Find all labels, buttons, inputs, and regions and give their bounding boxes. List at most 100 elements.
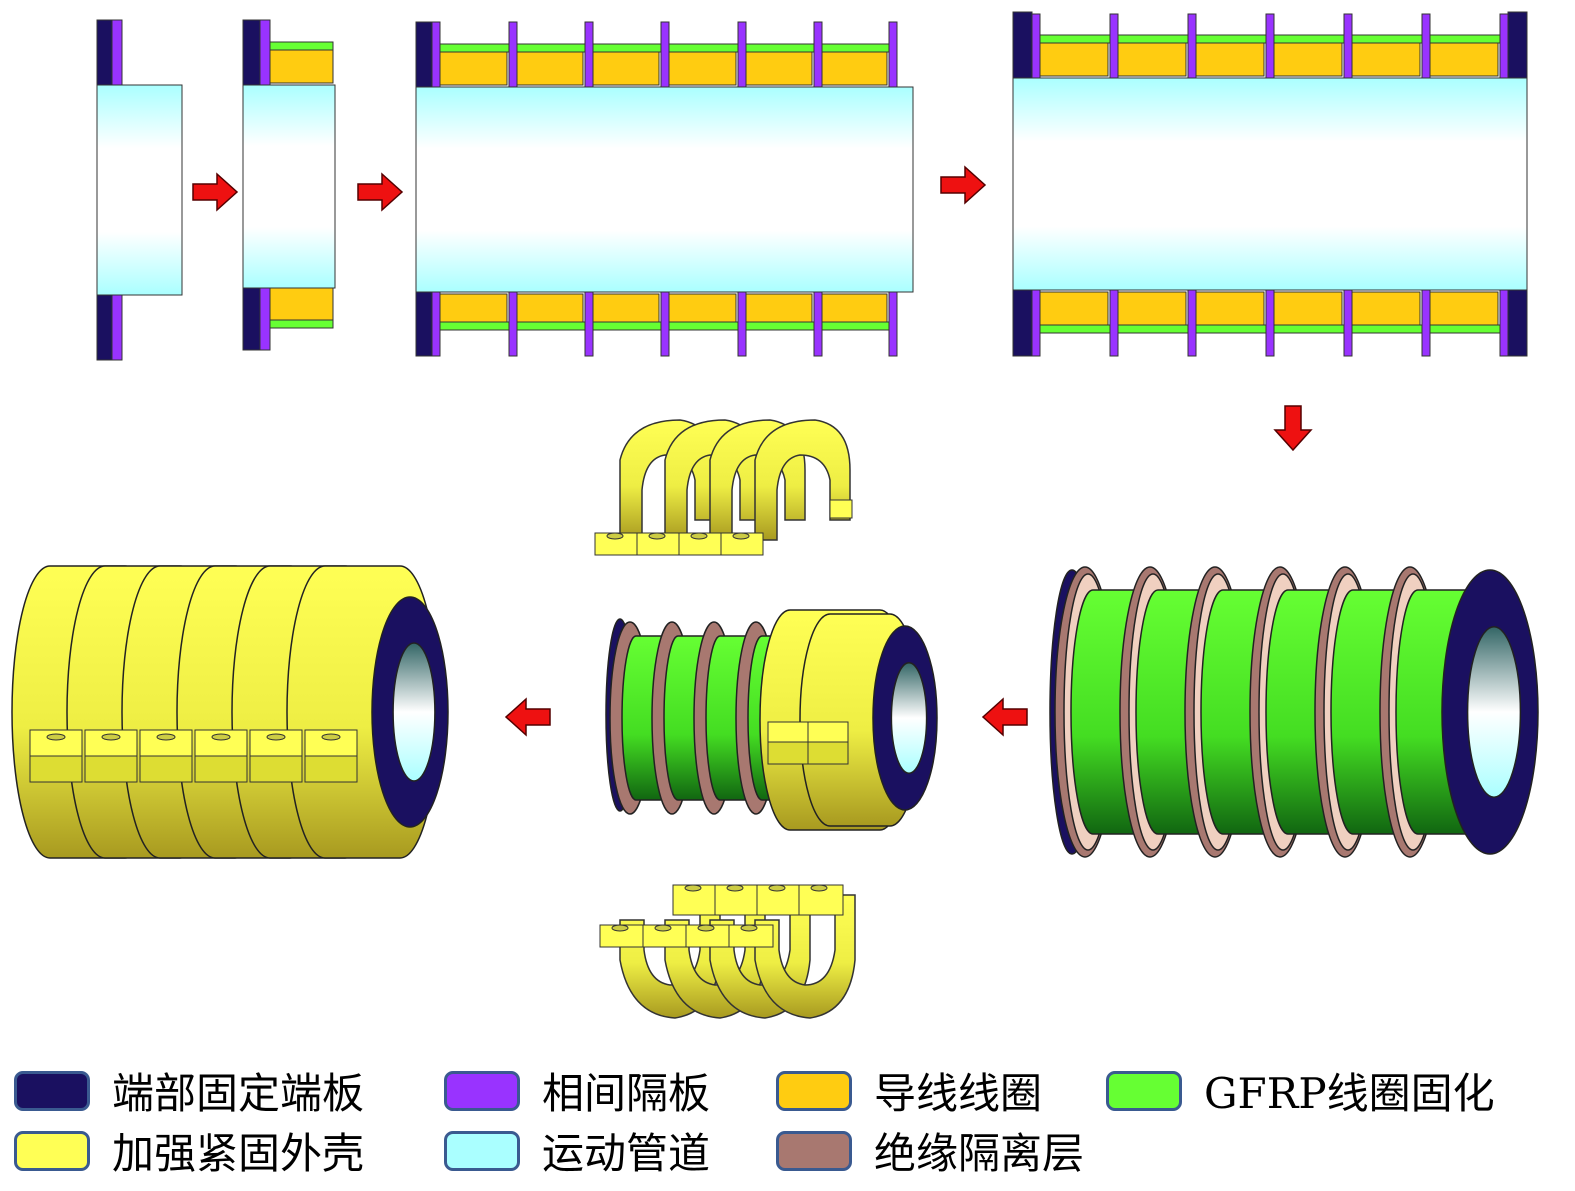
end-plate xyxy=(96,294,113,361)
separator-plate xyxy=(584,291,594,357)
separator-plate xyxy=(584,21,594,88)
bolt-hole xyxy=(768,884,786,892)
coil xyxy=(1117,291,1187,326)
moving-pipe xyxy=(1012,77,1528,291)
bolt-hole xyxy=(611,924,629,932)
coil xyxy=(1273,42,1343,77)
shell-flange xyxy=(767,721,809,743)
separator-plate xyxy=(1031,13,1041,79)
upper-half-shell xyxy=(594,419,853,556)
shell-flange xyxy=(29,755,83,783)
separator-plate xyxy=(111,294,123,361)
stage-2-first-coil xyxy=(242,19,336,351)
arrow-right-icon xyxy=(940,165,987,205)
bolt-hole xyxy=(46,733,66,741)
legend-label: 导线线圈 xyxy=(874,1069,1043,1118)
pipe-bore xyxy=(1466,626,1522,798)
separator-plate xyxy=(431,21,441,88)
coil xyxy=(592,51,660,86)
coil xyxy=(1351,291,1421,326)
coil xyxy=(668,293,737,323)
bolt-hole xyxy=(740,924,758,932)
coil xyxy=(592,293,660,323)
lower-half-shell xyxy=(599,884,856,1019)
separator-plate xyxy=(1187,13,1197,79)
coil xyxy=(668,51,737,86)
gfrp-layer xyxy=(269,41,334,51)
legend-item: 绝缘隔离层 xyxy=(776,1120,1084,1181)
separator-plate xyxy=(737,291,747,357)
separator-plate xyxy=(813,21,823,88)
legend-item: 运动管道 xyxy=(444,1120,710,1181)
pipe-bore xyxy=(392,642,436,782)
separator-plate xyxy=(1421,13,1431,79)
coil xyxy=(821,51,888,86)
separator-plate xyxy=(888,21,898,88)
bolt-hole xyxy=(732,532,750,540)
legend-swatch xyxy=(444,1070,520,1111)
coil xyxy=(439,293,508,323)
bolt-hole xyxy=(648,532,666,540)
end-plate xyxy=(1012,11,1033,79)
partial-shell-assembly xyxy=(605,609,938,831)
legend-swatch xyxy=(14,1070,90,1111)
arrow-left-icon xyxy=(504,697,551,737)
bolt-hole xyxy=(156,733,176,741)
bolt-hole xyxy=(101,733,121,741)
shell-flange xyxy=(829,499,853,519)
legend-item: 相间隔板 xyxy=(444,1060,710,1121)
separator-plate xyxy=(1343,289,1353,357)
arrow-right-icon xyxy=(192,172,239,212)
separator-plate xyxy=(888,291,898,357)
shell-flange xyxy=(84,755,138,783)
separator-plate xyxy=(1499,289,1509,357)
coil xyxy=(1429,42,1499,77)
legend-label: 加强紧固外壳 xyxy=(112,1129,365,1178)
arrow-right-icon xyxy=(357,172,404,212)
gfrp-layer xyxy=(269,319,334,329)
separator-plate xyxy=(1343,13,1353,79)
coil xyxy=(1273,291,1343,326)
coil xyxy=(1429,291,1499,326)
final-assembly xyxy=(11,565,449,859)
bolt-hole xyxy=(690,532,708,540)
coil xyxy=(516,293,584,323)
bolt-hole xyxy=(321,733,341,741)
coil xyxy=(1195,42,1265,77)
separator-plate xyxy=(1265,13,1275,79)
separator-plate xyxy=(1265,289,1275,357)
coil xyxy=(821,293,888,323)
separator-plate xyxy=(508,21,518,88)
shell-flange xyxy=(807,721,849,743)
coil xyxy=(745,51,813,86)
separator-plate xyxy=(1187,289,1197,357)
legend-item: GFRP线圈固化 xyxy=(1106,1060,1495,1121)
separator-plate xyxy=(508,291,518,357)
arrow-down-icon xyxy=(1273,405,1313,452)
legend-label: 绝缘隔离层 xyxy=(874,1129,1085,1178)
moving-pipe xyxy=(242,84,336,289)
moving-pipe xyxy=(96,84,183,296)
arrow-left-icon xyxy=(981,697,1028,737)
coil xyxy=(516,51,584,86)
separator-plate xyxy=(1109,13,1119,79)
shell-flange xyxy=(139,755,193,783)
coil xyxy=(1039,291,1109,326)
separator-plate xyxy=(1499,13,1509,79)
end-plate xyxy=(96,19,113,86)
end-plate xyxy=(1012,289,1033,357)
legend-item: 端部固定端板 xyxy=(14,1060,364,1121)
half-shell-ring xyxy=(754,894,856,1019)
bolt-hole xyxy=(726,884,744,892)
bolt-hole xyxy=(810,884,828,892)
legend-label: 运动管道 xyxy=(542,1129,711,1178)
legend-swatch xyxy=(444,1130,520,1171)
diagram-canvas xyxy=(11,11,1539,1019)
bolt-hole xyxy=(606,532,624,540)
legend-label: 端部固定端板 xyxy=(112,1069,365,1118)
separator-plate xyxy=(660,291,670,357)
separator-plate xyxy=(431,291,441,357)
bolt-hole xyxy=(697,924,715,932)
end-plate xyxy=(242,19,261,86)
